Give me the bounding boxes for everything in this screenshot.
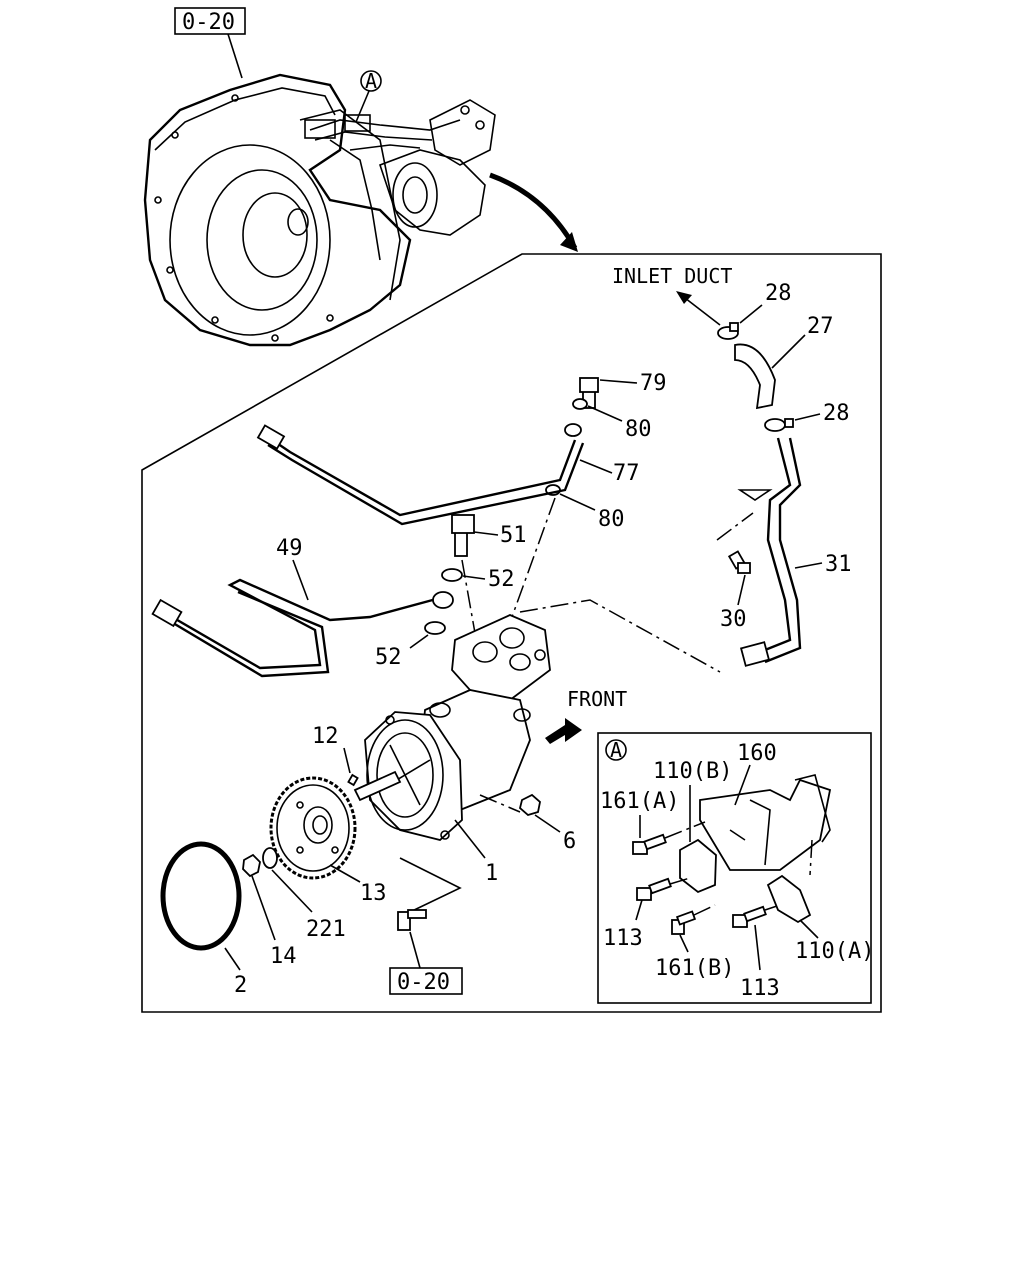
part-113-bolt-right[interactable]: [732, 905, 767, 928]
part-77-fitting: [256, 424, 286, 450]
part-52-washer-upper[interactable]: [441, 568, 463, 582]
part-compressor-head[interactable]: [451, 614, 551, 701]
detail-a-inset: [597, 732, 872, 1004]
part-49-pipe[interactable]: [159, 578, 441, 670]
callout-80-upper: 80: [625, 417, 652, 442]
detail-marker-a-top[interactable]: A: [360, 69, 382, 93]
part-1-air-compressor[interactable]: [364, 689, 531, 841]
callout-12: 12: [312, 724, 339, 749]
callout-1: 1: [485, 861, 498, 886]
part-28-clamp-lower[interactable]: [764, 418, 794, 432]
view-arrow: [489, 172, 578, 250]
bottom-reference-label: 0-20: [397, 970, 450, 995]
part-12-key[interactable]: [347, 773, 359, 787]
callout-80-lower: 80: [598, 507, 625, 532]
part-221-washer[interactable]: [262, 847, 278, 869]
part-30-bolt[interactable]: [727, 550, 751, 574]
top-reference-leader: [227, 33, 243, 79]
callout-31: 31: [825, 552, 852, 577]
part-161b-bolt[interactable]: [671, 910, 697, 935]
detail-marker-a-inset-label: A: [610, 738, 622, 762]
front-arrow: [545, 718, 582, 744]
callout-49: 49: [276, 536, 303, 561]
part-80-washer-upper[interactable]: [572, 398, 588, 410]
part-14-nut[interactable]: [242, 853, 261, 878]
top-reference-box[interactable]: 0-20: [174, 7, 246, 35]
part-110a-block[interactable]: [766, 874, 812, 924]
bottom-reference-box[interactable]: 0-20: [389, 967, 463, 995]
mounting-bolt[interactable]: [397, 909, 427, 931]
detail-marker-a-inset[interactable]: A: [605, 738, 627, 762]
part-49-pipe-outer: [167, 590, 330, 678]
callout-14: 14: [270, 944, 297, 969]
inlet-duct-arrowhead: [676, 291, 692, 304]
callout-161b: 161(B): [655, 956, 734, 981]
part-77-pipe[interactable]: [264, 434, 577, 517]
lower-bolt-leader: [399, 857, 462, 913]
part-49-eye: [432, 591, 454, 609]
part-49-fitting: [151, 598, 183, 628]
callout-79: 79: [640, 371, 667, 396]
callout-6: 6: [563, 829, 576, 854]
part-52-washer-lower[interactable]: [424, 621, 446, 635]
part-51-banjo-bolt[interactable]: [451, 514, 475, 557]
callout-221: 221: [306, 917, 346, 942]
callout-13: 13: [360, 881, 387, 906]
part-110b-block[interactable]: [679, 838, 717, 894]
part-77-eye: [564, 423, 582, 437]
inlet-duct-arrow-line: [684, 297, 721, 326]
centerline-31: [519, 599, 721, 673]
part-2-o-ring[interactable]: [160, 841, 242, 951]
callout-161a: 161(A): [600, 789, 679, 814]
callout-110b: 110(B): [653, 759, 732, 784]
callout-77: 77: [613, 461, 640, 486]
part-31-pipe-outer: [764, 437, 802, 664]
view-arrow-head: [560, 232, 578, 252]
inlet-duct-label: INLET DUCT: [612, 264, 732, 288]
part-113-bolt-left[interactable]: [636, 877, 672, 901]
part-31-pipe[interactable]: [759, 437, 792, 654]
callout-52-lower: 52: [375, 645, 402, 670]
callout-113-right: 113: [740, 976, 780, 1001]
callout-113-left: 113: [603, 926, 643, 951]
exploded-view-frame: [141, 253, 882, 1013]
callout-52-upper: 52: [488, 567, 515, 592]
callout-28-lower: 28: [823, 401, 850, 426]
detail-marker-a-top-label: A: [365, 69, 377, 93]
part-28-clamp-upper[interactable]: [717, 322, 739, 340]
callout-110a: 110(A): [795, 939, 874, 964]
part-160-bracket[interactable]: [699, 778, 832, 871]
part-161a-bolt[interactable]: [632, 833, 667, 855]
part-6-nut[interactable]: [518, 793, 541, 817]
part-31-fitting: [739, 641, 771, 667]
callout-2: 2: [234, 973, 247, 998]
top-reference-label: 0-20: [182, 10, 235, 35]
part-13-gear[interactable]: [269, 776, 357, 880]
part-77-pipe-outer: [267, 442, 585, 526]
part-27-hose[interactable]: [734, 343, 776, 410]
callout-51: 51: [500, 523, 527, 548]
detail-marker-a-leader: [355, 90, 370, 123]
callout-160: 160: [737, 741, 777, 766]
front-label: FRONT: [567, 687, 627, 711]
callout-27: 27: [807, 314, 834, 339]
compressor-shaft: [353, 770, 402, 802]
callout-28-upper: 28: [765, 281, 792, 306]
engine-housing-illustration: [143, 73, 496, 347]
part-31-bracket: [737, 489, 773, 501]
callout-30: 30: [720, 607, 747, 632]
